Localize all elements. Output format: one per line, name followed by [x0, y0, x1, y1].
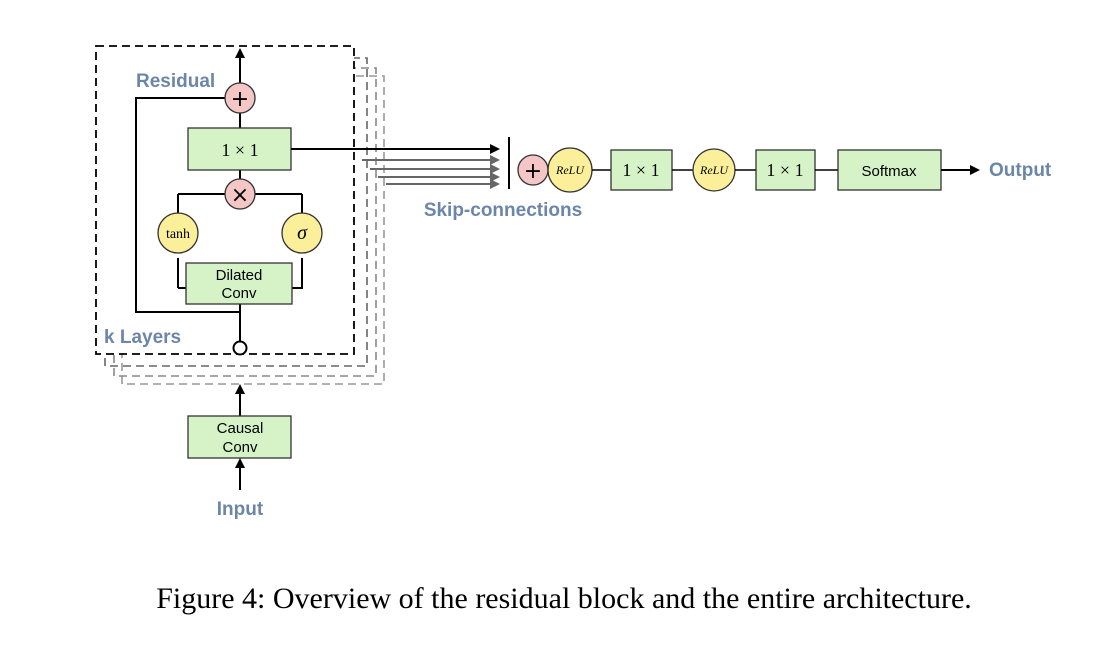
- dilated-conv-block: [185, 262, 293, 305]
- layer-frame-front: [95, 45, 355, 355]
- causal-conv-label-line1: Causal: [217, 420, 264, 437]
- residual-add-symbol: +: [231, 87, 249, 112]
- causal-conv-block: [187, 415, 292, 459]
- conv-1x1-label: 1 × 1: [221, 140, 258, 160]
- sigma-label: σ: [297, 222, 308, 244]
- softmax-label: Softmax: [861, 163, 917, 180]
- gate-multiply-node: [224, 178, 256, 210]
- gate-multiply-symbol: ×: [231, 183, 249, 208]
- input-label: Input: [217, 499, 264, 520]
- softmax-block: [837, 149, 942, 191]
- head-conv-1x1-label-2: 1 × 1: [766, 160, 803, 180]
- wire-dilated-split: [177, 258, 303, 289]
- relu-label-1: ReLU: [555, 163, 585, 177]
- conv-1x1-block: [187, 127, 292, 171]
- residual-label: Residual: [136, 71, 215, 92]
- k-layers-label: k Layers: [104, 327, 181, 348]
- tanh-activation-node: [157, 212, 199, 254]
- skip-connections-label: Skip-connections: [424, 200, 582, 221]
- dilated-conv-label-line2: Conv: [221, 285, 257, 302]
- residual-connection-line: [135, 97, 240, 313]
- figure-caption: Figure 4: Overview of the residual block…: [156, 582, 972, 615]
- head-conv-1x1-block-2: [755, 149, 816, 191]
- head-conv-1x1-label-1: 1 × 1: [622, 160, 659, 180]
- layer-input-node: [232, 340, 248, 356]
- tanh-label: tanh: [166, 227, 190, 242]
- relu-label-2: ReLU: [699, 163, 729, 177]
- residual-add-node: [224, 82, 256, 114]
- sigma-activation-node: [281, 212, 323, 254]
- skip-sum-symbol: +: [524, 159, 542, 184]
- causal-conv-label-line2: Conv: [222, 439, 258, 456]
- dilated-conv-label-line1: Dilated: [216, 267, 263, 284]
- output-label: Output: [989, 160, 1052, 181]
